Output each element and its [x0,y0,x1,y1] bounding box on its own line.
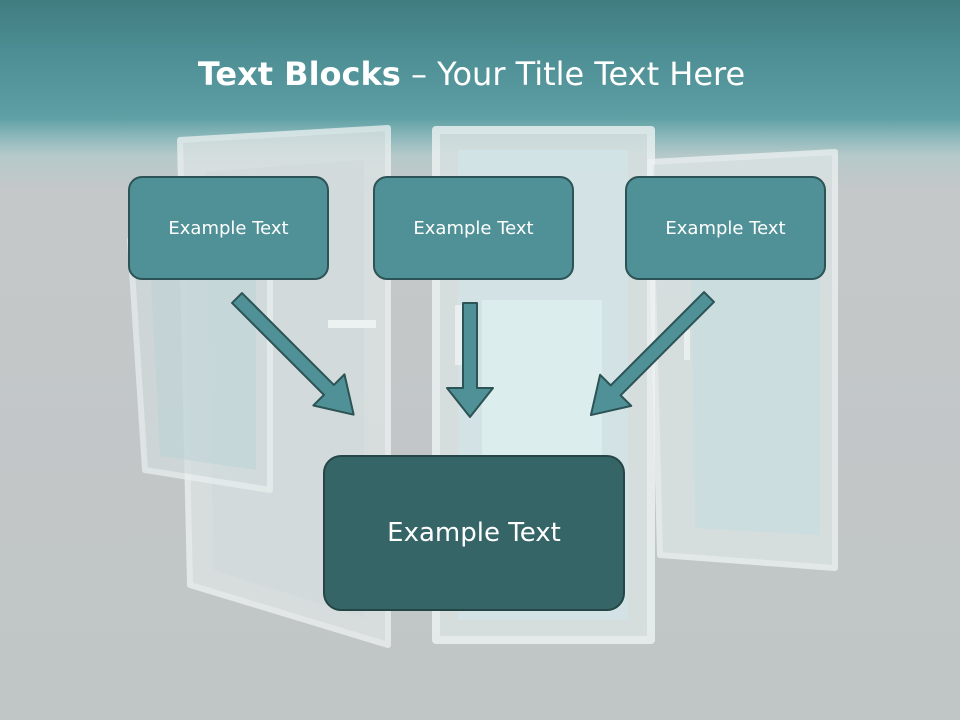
text-box-right[interactable]: Example Text [625,176,826,280]
slide-title: Text Blocks – Your Title Text Here [0,52,943,96]
title-bold: Text Blocks [197,55,401,93]
text-box-right-label: Example Text [665,217,786,239]
text-box-left-label: Example Text [168,217,289,239]
text-box-center-label: Example Text [413,217,534,239]
arrow-left-diagonal [231,292,355,416]
title-rest: – Your Title Text Here [400,55,746,93]
arrow-right-diagonal [589,291,715,417]
text-box-center[interactable]: Example Text [373,176,574,280]
text-box-bottom-label: Example Text [387,518,561,548]
text-box-bottom[interactable]: Example Text [323,455,625,611]
arrow-center-down [446,302,494,418]
text-box-left[interactable]: Example Text [128,176,329,280]
